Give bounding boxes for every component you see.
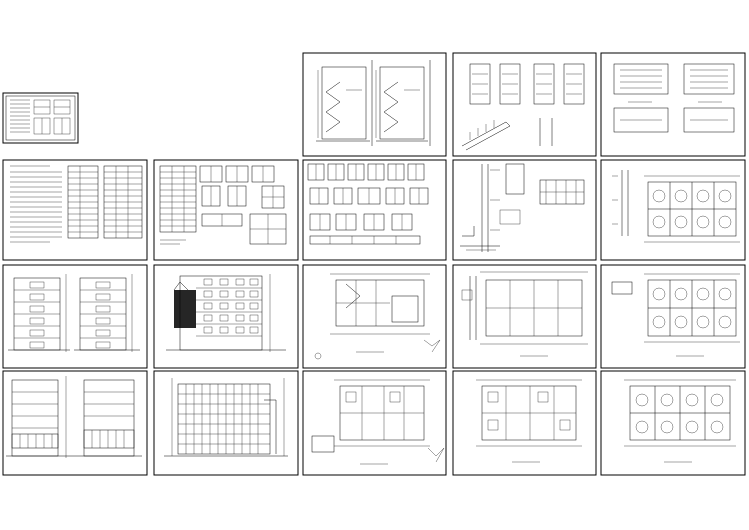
- ground-floor-plan-sheet[interactable]: [302, 370, 447, 476]
- typical-floor-plan-sheet[interactable]: [600, 264, 746, 369]
- door-window-schedule-sheet[interactable]: [153, 159, 299, 261]
- side-elevation-sheet-2[interactable]: [2, 370, 148, 476]
- side-elevation-sheet-1[interactable]: [2, 264, 148, 369]
- second-floor-plan-sheet[interactable]: [452, 370, 597, 476]
- window-elevation-sheet[interactable]: [302, 159, 447, 261]
- gable-elevation-sheet[interactable]: [153, 264, 299, 369]
- title-block-sheet[interactable]: [2, 92, 79, 144]
- wall-section-detail-sheet[interactable]: [452, 159, 597, 261]
- stair-section-sheet[interactable]: [302, 52, 447, 157]
- third-floor-plan-sheet[interactable]: [600, 370, 746, 476]
- unit-plan-detail-sheet[interactable]: [600, 159, 746, 261]
- front-elevation-sheet[interactable]: [153, 370, 299, 476]
- design-notes-sheet[interactable]: [2, 159, 148, 261]
- roof-plan-sheet[interactable]: [302, 264, 447, 369]
- stair-detail-sheet[interactable]: [452, 52, 597, 157]
- stair-plan-sheet[interactable]: [600, 52, 746, 157]
- foundation-plan-sheet[interactable]: [452, 264, 597, 369]
